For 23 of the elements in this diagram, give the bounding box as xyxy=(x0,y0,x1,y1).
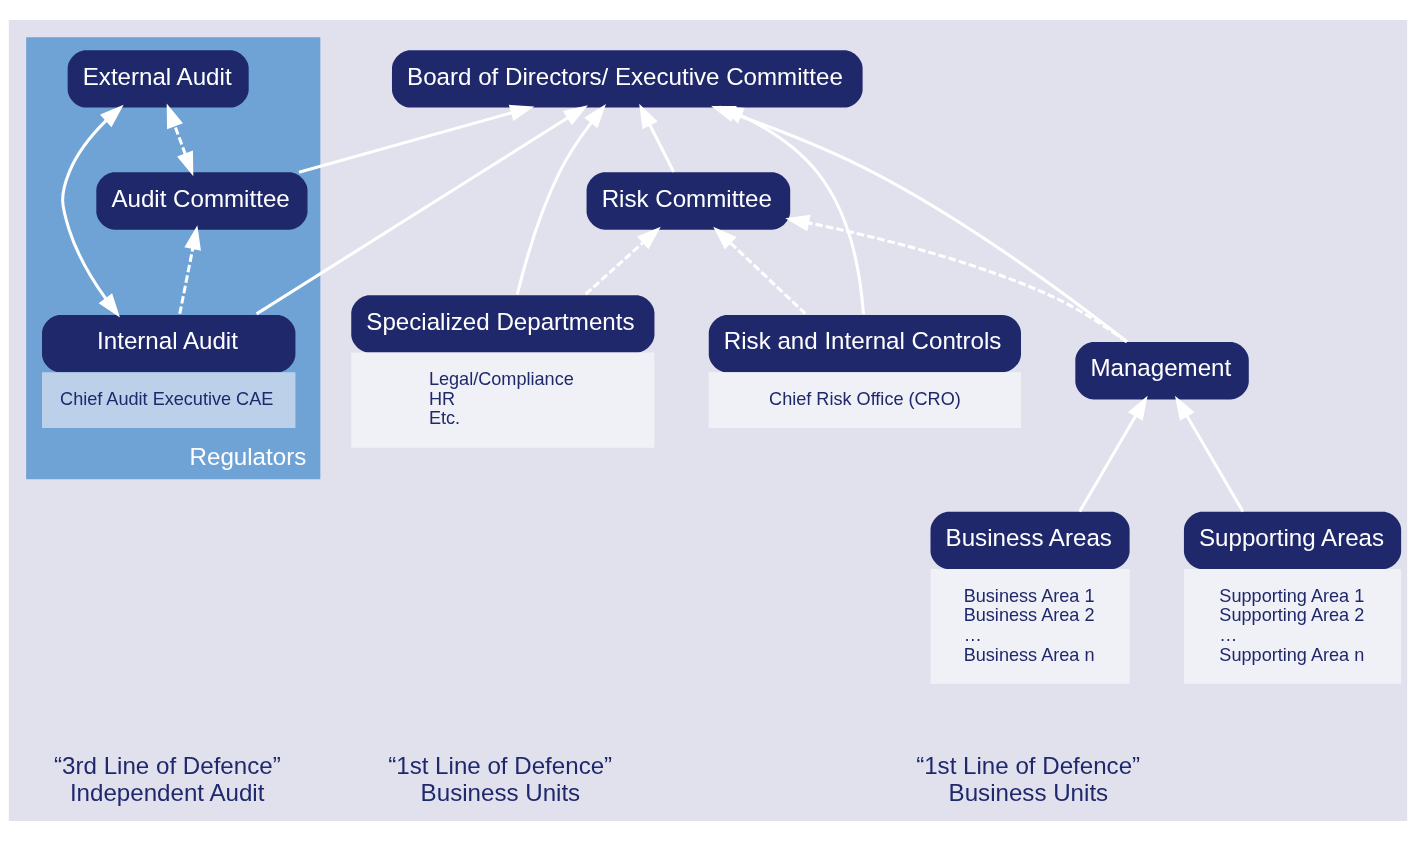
node-box: Board of Directors/ Executive Committee xyxy=(391,50,863,108)
arrow xyxy=(785,214,1128,343)
label: “1st Line of Defence” xyxy=(388,751,613,779)
node-box: External Audit xyxy=(67,50,249,108)
node-box: Management xyxy=(1075,342,1249,400)
label: “1st Line of Defence” xyxy=(916,751,1141,779)
arrow xyxy=(255,105,588,316)
arrow xyxy=(166,103,194,177)
arrow xyxy=(1175,395,1245,513)
arrow xyxy=(1078,395,1148,513)
node-box: Risk Committee xyxy=(586,172,791,230)
arrow xyxy=(584,226,661,296)
arrow xyxy=(61,104,124,318)
arrow xyxy=(719,105,865,315)
label: Business Units xyxy=(948,779,1109,807)
arrow xyxy=(515,104,606,295)
label: “3rd Line of Defence” xyxy=(54,751,281,779)
node-box: Audit Committee xyxy=(96,172,308,230)
label: Independent Audit xyxy=(69,779,265,807)
arrow xyxy=(713,226,807,315)
arrow xyxy=(639,103,675,173)
arrow xyxy=(178,225,201,314)
label: Business Units xyxy=(420,779,581,807)
